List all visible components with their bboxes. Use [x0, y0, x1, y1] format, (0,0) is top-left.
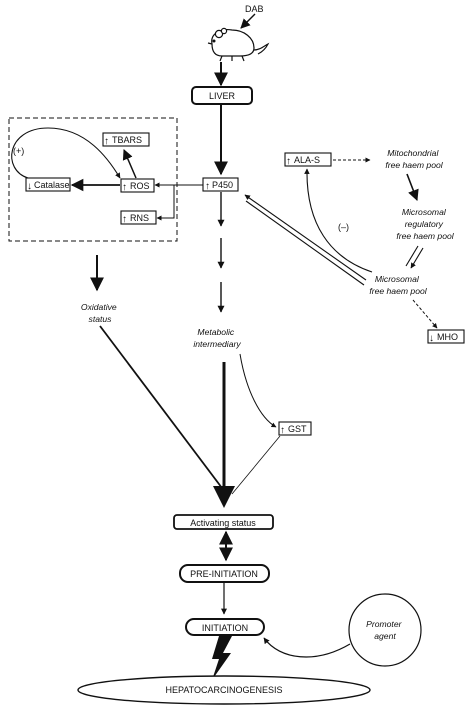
initiation-label: INITIATION	[202, 623, 248, 633]
micro-to-alas-feedback-arrow	[304, 168, 373, 273]
metabolic-intermediary-line2: intermediary	[193, 339, 241, 349]
mho-down-arrow-icon: ↓	[429, 333, 434, 344]
ros-up-arrow-icon: ↑	[122, 182, 127, 193]
p450-to-rns-arrow	[156, 185, 175, 221]
activating-status-box	[173, 514, 274, 530]
ros-to-tbars-arrow	[122, 149, 137, 179]
gst-label: GST	[288, 424, 307, 434]
promoter-to-initiation-arrow	[263, 637, 351, 658]
microreg-line3: free haem pool	[396, 231, 454, 241]
micro-to-mho-arrow	[412, 299, 438, 329]
catalase-feedback-arrow	[11, 127, 121, 179]
minus-sign-label: (–)	[338, 222, 349, 232]
oxidative-status-line2: status	[89, 314, 113, 324]
preinitiation-box	[179, 564, 270, 583]
microreg-line2: regulatory	[405, 219, 444, 229]
lightning-bolt-icon	[212, 636, 232, 680]
micro-line2: free haem pool	[369, 286, 427, 296]
promoter-agent-circle	[348, 593, 422, 667]
dab-label: DAB	[245, 4, 264, 14]
hepatocarcinogenesis-ellipse	[77, 675, 371, 705]
tbars-label: TBARS	[112, 135, 142, 145]
initiation-box	[185, 618, 265, 636]
tbars-up-arrow-icon: ↑	[104, 136, 109, 147]
plus-sign-label: (+)	[13, 146, 24, 156]
mho-box	[427, 329, 465, 344]
dab-arrow	[240, 13, 256, 29]
metabolic-to-gst-arrow	[239, 353, 277, 428]
gst-up-arrow-icon: ↑	[280, 425, 285, 436]
ros-box	[120, 178, 155, 193]
metabolic-intermediary-label: Metabolic intermediary	[193, 327, 241, 349]
micro-to-p450-double-arrow	[244, 194, 367, 286]
rat-icon	[207, 27, 270, 62]
microsomal-regulatory-label: Microsomal regulatory free haem pool	[396, 207, 454, 241]
p450-label: P450	[212, 180, 233, 190]
gst-to-activating-line	[231, 435, 281, 495]
micro-line1: Microsomal	[375, 274, 420, 284]
liver-label: LIVER	[209, 91, 236, 101]
gst-box	[278, 421, 312, 436]
promoter-agent-label: Promoter agent	[366, 619, 404, 641]
mho-label: MHO	[437, 332, 458, 342]
oxidative-status-label: Oxidative status	[81, 302, 119, 324]
mito-to-microreg-arrow	[406, 173, 419, 202]
catalase-box	[25, 177, 71, 192]
microreg-to-micro-double-arrow	[405, 245, 424, 269]
oxidative-to-activating-arrow	[99, 325, 229, 497]
alas-label: ALA-S	[294, 155, 320, 165]
alas-box	[284, 152, 332, 167]
oxidative-stress-group	[8, 117, 178, 242]
rns-box	[120, 210, 157, 225]
alas-up-arrow-icon: ↑	[286, 156, 291, 167]
metabolic-intermediary-line1: Metabolic	[197, 327, 234, 337]
liver-box	[191, 86, 253, 105]
ros-label: ROS	[130, 181, 150, 191]
mito-line1: Mitochondrial	[387, 148, 439, 158]
promoter-line1: Promoter	[366, 619, 402, 629]
mito-line2: free haem pool	[385, 160, 443, 170]
promoter-line2: agent	[374, 631, 396, 641]
oxidative-status-line1: Oxidative	[81, 302, 117, 312]
convergence-arrowhead	[213, 486, 235, 508]
hepatocarcinogenesis-label: HEPATOCARCINOGENESIS	[165, 685, 282, 695]
rns-up-arrow-icon: ↑	[122, 214, 127, 225]
rns-label: RNS	[130, 213, 149, 223]
mito-haem-pool-label: Mitochondrial free haem pool	[385, 148, 443, 170]
preinitiation-label: PRE-INITIATION	[190, 569, 258, 579]
catalase-down-arrow-icon: ↓	[27, 181, 32, 192]
catalase-label: Catalase	[34, 180, 70, 190]
microsomal-haem-pool-label: Microsomal free haem pool	[369, 274, 427, 296]
microreg-line1: Microsomal	[402, 207, 447, 217]
activating-status-label: Activating status	[190, 518, 256, 528]
p450-up-arrow-icon: ↑	[205, 181, 210, 192]
tbars-box	[102, 132, 150, 147]
